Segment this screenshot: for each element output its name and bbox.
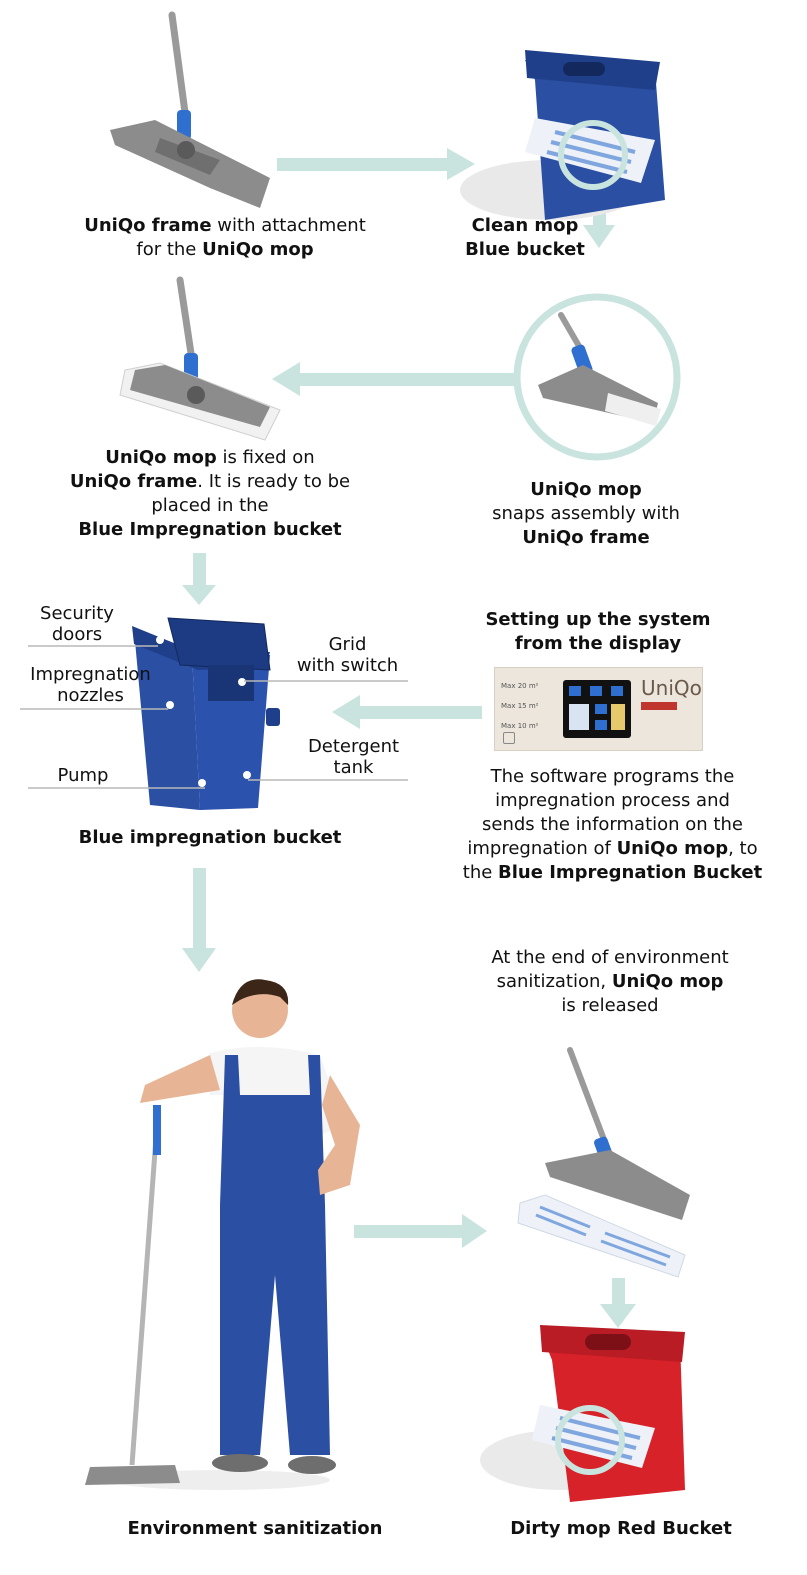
step4-bold-b: UniQo frame <box>522 527 649 548</box>
label-nozzles-1: Impregnation <box>30 664 151 685</box>
display-brand-bar <box>641 702 677 710</box>
label-tank-2: tank <box>334 757 374 778</box>
display-max-1: Max 20 m² <box>501 676 556 696</box>
display-desc-5a: the <box>463 862 498 883</box>
label-nozzles-2: nozzles <box>57 685 124 706</box>
display-desc-5b: Blue Impregnation Bucket <box>498 862 762 883</box>
red-bucket-illustration <box>480 1320 710 1520</box>
label-security-doors: Security doors <box>22 603 132 645</box>
display-screen[interactable] <box>563 680 631 738</box>
label-tank-1: Detergent <box>308 736 399 757</box>
environment-caption: Environment sanitization <box>110 1517 400 1541</box>
display-heading: Setting up the system from the display <box>458 608 738 656</box>
step3-text-a: is fixed on <box>217 447 315 468</box>
step2-caption: Clean mop Blue bucket <box>425 214 625 262</box>
release-caption: At the end of environment sanitization, … <box>460 946 760 1018</box>
display-brand: UniQo <box>641 676 702 700</box>
display-power-button[interactable] <box>503 732 515 744</box>
impregnation-bucket-illustration <box>120 610 300 820</box>
step1-caption: UniQo frame with attachment for the UniQ… <box>60 214 390 262</box>
bucket-caption-text: Blue impregnation bucket <box>79 827 342 848</box>
step2-line1: Clean mop <box>472 215 579 236</box>
display-description: The software programs the impregnation p… <box>440 765 785 885</box>
label-pump-text: Pump <box>58 765 109 786</box>
bucket-caption: Blue impregnation bucket <box>50 826 370 850</box>
environment-caption-text: Environment sanitization <box>128 1518 383 1539</box>
display-desc-4a: impregnation of <box>467 838 616 859</box>
dirty-mop-caption-text: Dirty mop Red Bucket <box>510 1518 732 1539</box>
mop-on-frame-illustration <box>100 275 320 455</box>
label-security-2: doors <box>52 624 102 645</box>
label-grid-1: Grid <box>329 634 367 655</box>
step3-bold-a: UniQo mop <box>105 447 217 468</box>
step3-caption: UniQo mop is fixed on UniQo frame. It is… <box>40 446 380 542</box>
display-desc-3: sends the information on the <box>482 814 743 835</box>
release-line1: At the end of environment <box>491 947 728 968</box>
step4-line2: snaps assembly with <box>492 503 680 524</box>
blue-bucket-clean-illustration <box>455 40 685 240</box>
step1-text-a: with attachment <box>212 215 366 236</box>
display-panel: Max 20 m² Max 15 m² Max 10 m² UniQo <box>494 667 703 751</box>
released-mop-illustration <box>510 1045 710 1295</box>
label-impregnation-nozzles: Impregnation nozzles <box>18 664 163 706</box>
release-line3: is released <box>561 995 658 1016</box>
display-desc-2: impregnation process and <box>495 790 730 811</box>
display-heading-2: from the display <box>515 633 681 654</box>
step1-text-b: for the <box>136 239 202 260</box>
display-heading-1: Setting up the system <box>485 609 710 630</box>
mop-snap-illustration <box>513 293 693 473</box>
step4-bold-a: UniQo mop <box>530 479 642 500</box>
display-desc-1: The software programs the <box>491 766 735 787</box>
display-max-list: Max 20 m² Max 15 m² Max 10 m² <box>501 676 556 736</box>
step3-line3: placed in the <box>151 495 268 516</box>
step3-text-b: . It is ready to be <box>197 471 350 492</box>
step3-bold-b: UniQo frame <box>70 471 197 492</box>
step4-caption: UniQo mop snaps assembly with UniQo fram… <box>456 478 716 550</box>
display-desc-4c: , to <box>728 838 758 859</box>
label-grid-2: with switch <box>297 655 398 676</box>
dirty-mop-caption: Dirty mop Red Bucket <box>490 1517 752 1541</box>
display-max-2: Max 15 m² <box>501 696 556 716</box>
display-desc-4b: UniQo mop <box>617 838 729 859</box>
release-line2b: UniQo mop <box>612 971 724 992</box>
step1-bold-a: UniQo frame <box>84 215 211 236</box>
step2-line2: Blue bucket <box>465 239 585 260</box>
label-security-1: Security <box>40 603 114 624</box>
step1-bold-b: UniQo mop <box>202 239 314 260</box>
label-detergent-tank: Detergent tank <box>296 736 411 778</box>
step3-bold-c: Blue Impregnation bucket <box>78 519 341 540</box>
mop-frame-illustration <box>100 10 300 210</box>
release-line2a: sanitization, <box>497 971 612 992</box>
label-grid: Grid with switch <box>285 634 410 676</box>
label-pump: Pump <box>52 765 114 786</box>
worker-illustration <box>80 975 380 1495</box>
